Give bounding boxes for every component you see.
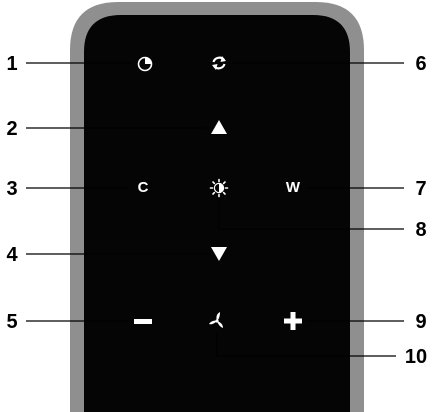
cool-label: C	[138, 179, 149, 196]
callout-7: 7	[415, 178, 426, 200]
cool-button[interactable]: C	[138, 179, 149, 196]
triangle-down-icon	[211, 247, 227, 261]
leader-lines	[26, 62, 404, 357]
fan-button[interactable]	[209, 312, 223, 328]
leader-line-8	[218, 198, 404, 230]
brightness-button[interactable]	[209, 178, 229, 198]
triangle-up-icon	[211, 120, 227, 134]
callout-10: 10	[405, 346, 427, 368]
rotate-icon	[212, 56, 226, 70]
sun-icon	[209, 178, 229, 198]
callout-5: 5	[6, 311, 17, 333]
leader-line-10	[216, 332, 396, 357]
callout-1: 1	[6, 53, 17, 75]
warm-label: W	[286, 179, 301, 196]
timer-icon	[137, 56, 153, 72]
down-button[interactable]	[211, 247, 227, 261]
warm-button[interactable]: W	[286, 179, 301, 196]
swing-button[interactable]	[212, 56, 226, 70]
plus-icon	[284, 312, 302, 330]
callout-9: 9	[415, 311, 426, 333]
callout-4: 4	[6, 244, 18, 266]
remote-body	[84, 15, 350, 412]
callout-8: 8	[415, 219, 426, 241]
callout-3: 3	[6, 178, 17, 200]
up-button[interactable]	[211, 120, 227, 134]
minus-icon	[134, 319, 152, 324]
callout-numbers: 1 2 3 4 5 6 7 8 9 10	[6, 53, 427, 368]
timer-button[interactable]	[137, 56, 153, 72]
fan-icon	[209, 312, 223, 328]
callout-2: 2	[6, 118, 17, 140]
minus-button[interactable]	[134, 319, 152, 324]
plus-button[interactable]	[284, 312, 302, 330]
callout-6: 6	[415, 53, 426, 75]
